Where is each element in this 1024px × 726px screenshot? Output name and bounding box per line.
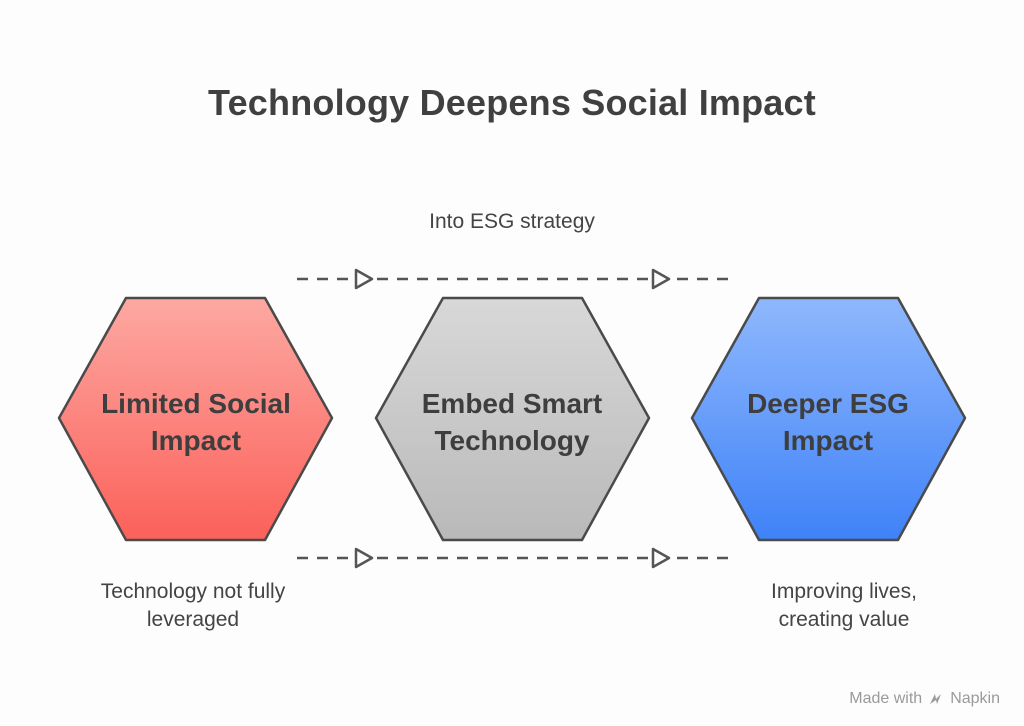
top-connector <box>297 268 728 290</box>
napkin-logo-icon <box>930 694 942 704</box>
watermark-prefix: Made with <box>849 690 923 707</box>
caption-right: Improving lives, creating value <box>771 580 917 631</box>
top-caption: Into ESG strategy <box>429 210 595 233</box>
watermark-brand: Napkin <box>950 690 1000 707</box>
bottom-connector <box>297 547 728 569</box>
hexagon-limited-social-impact <box>57 296 334 542</box>
napkin-watermark[interactable]: Made with Napkin <box>849 690 1000 708</box>
hexagon-deeper-esg-impact <box>690 296 967 542</box>
top-arrow-left-icon <box>354 268 374 290</box>
caption-left: Technology not fully leveraged <box>100 580 286 631</box>
stage-label-deeper-esg-impact: Deeper ESG Impact <box>747 388 909 456</box>
bottom-arrow-right-icon <box>651 547 671 569</box>
hexagon-embed-smart-technology <box>374 296 651 542</box>
top-arrow-right-icon <box>651 268 671 290</box>
stage-label-limited-social-impact: Limited Social Impact <box>101 388 291 456</box>
bottom-arrow-left-icon <box>354 547 374 569</box>
stage-label-embed-smart-technology: Embed Smart Technology <box>421 388 603 456</box>
diagram-title: Technology Deepens Social Impact <box>208 82 816 123</box>
